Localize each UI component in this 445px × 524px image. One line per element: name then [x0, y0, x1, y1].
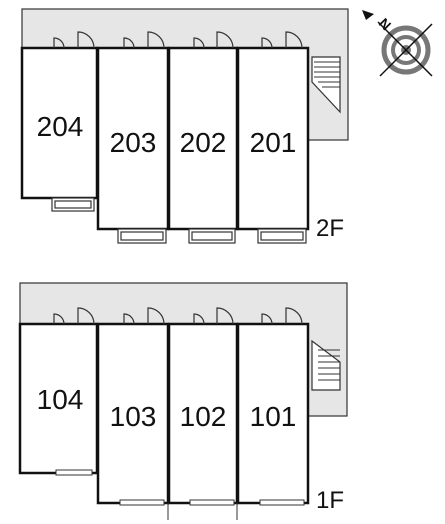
unit-label-204: 204 [37, 111, 84, 142]
unit-103 [96, 322, 170, 505]
floor-label-2f: 2F [316, 215, 344, 242]
compass-icon: N [362, 10, 433, 77]
windows-1f [55, 469, 305, 520]
unit-label-201: 201 [250, 127, 297, 158]
balconies-2f [51, 197, 307, 244]
stairs-2f-icon [311, 56, 341, 114]
unit-102 [167, 322, 239, 505]
unit-label-104: 104 [37, 384, 84, 415]
doors-1f [53, 307, 303, 325]
floor-label-1f: 1F [316, 487, 344, 514]
unit-label-102: 102 [180, 401, 227, 432]
unit-label-103: 103 [110, 401, 157, 432]
floor-1f: 104 103 102 101 1F [18, 282, 348, 520]
stairs-1f-icon [311, 339, 341, 391]
unit-204 [20, 46, 99, 200]
unit-201 [236, 46, 310, 231]
unit-label-202: 202 [180, 127, 227, 158]
doors-2f [53, 31, 303, 49]
unit-203 [96, 46, 170, 231]
unit-104 [18, 322, 99, 475]
floor-2f: 204 203 202 201 2F [20, 8, 349, 244]
unit-label-101: 101 [250, 401, 297, 432]
unit-label-203: 203 [110, 127, 157, 158]
unit-101 [236, 322, 310, 505]
